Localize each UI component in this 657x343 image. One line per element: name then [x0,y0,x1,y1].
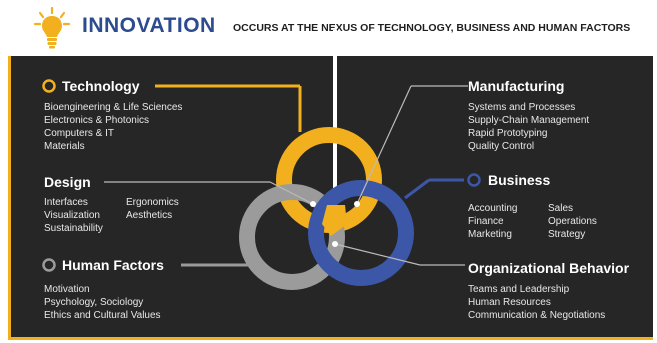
org-behavior-connector [334,243,421,266]
design-item: Aesthetics [126,210,173,221]
human-factors-marker-icon [42,258,56,272]
manufacturing-item: Systems and Processes [468,102,576,113]
business-ring [308,180,414,286]
business-marker-icon [467,173,481,187]
technology-marker-icon [42,79,56,93]
business-connector-angle [404,178,430,200]
design-endpoint-dot [310,201,316,207]
page-subtitle: OCCURS AT THE NEXUS OF TECHNOLOGY, BUSIN… [233,22,631,34]
manufacturing-item: Rapid Prototyping [468,128,548,139]
design-item: Sustainability [44,223,103,234]
manufacturing-endpoint-dot [354,201,360,207]
human-factors-title: Human Factors [62,257,164,273]
business-item: Accounting [468,203,518,214]
business-item: Marketing [468,229,512,240]
business-item: Strategy [548,229,586,240]
technology-item: Computers & IT [44,128,115,139]
business-item: Finance [468,216,504,227]
human-factors-item: Ethics and Cultural Values [44,310,161,321]
header: INNOVATION OCCURS AT THE NEXUS OF TECHNO… [0,0,657,56]
design-connector-angle [269,181,314,205]
accent-border-left [8,56,11,340]
org-behavior-item: Human Resources [468,297,551,308]
manufacturing-title: Manufacturing [468,78,565,94]
business-title: Business [488,172,551,188]
design-item: Interfaces [44,197,88,208]
accent-border-bottom [8,337,653,340]
manufacturing-item: Quality Control [468,141,535,152]
org-behavior-item: Teams and Leadership [468,284,570,295]
technology-title: Technology [62,78,140,94]
nexus-center [322,205,347,236]
business-item: Operations [548,216,597,227]
human-factors-item: Motivation [44,284,90,295]
lightbulb-icon [34,7,70,49]
design-item: Visualization [44,210,100,221]
org-behavior-item: Communication & Negotiations [468,310,606,321]
technology-item: Bioengineering & Life Sciences [44,102,183,113]
technology-item: Electronics & Photonics [44,115,150,126]
human-factors-ring [239,184,345,290]
org-behavior-endpoint-dot [332,241,338,247]
page-title: INNOVATION [82,14,216,37]
manufacturing-item: Supply-Chain Management [468,115,590,126]
org-behavior-title: Organizational Behavior [468,260,630,276]
business-item: Sales [548,203,574,214]
design-title: Design [44,174,91,190]
design-item: Ergonomics [126,197,179,208]
manufacturing-connector-angle [356,85,412,205]
human-factors-item: Psychology, Sociology [44,297,144,308]
technology-item: Materials [44,141,85,152]
